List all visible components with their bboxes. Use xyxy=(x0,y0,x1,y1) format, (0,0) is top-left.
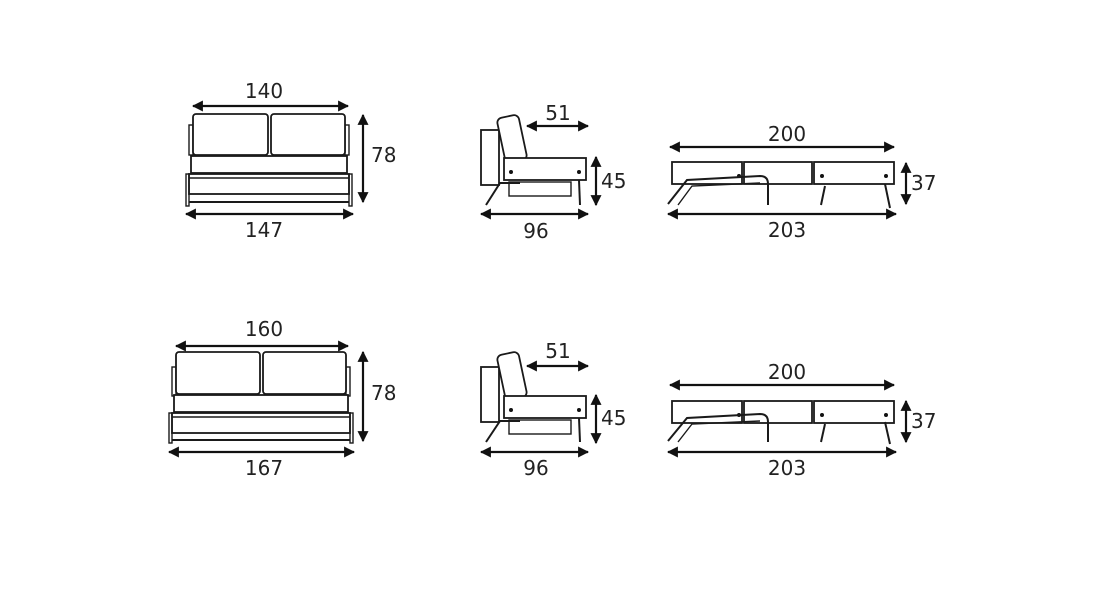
right-leg xyxy=(349,412,354,444)
frame-leg-right xyxy=(884,183,891,209)
width-bottom-label: 147 xyxy=(245,218,283,242)
height-label: 78 xyxy=(371,381,396,405)
back-cushion-right xyxy=(262,351,347,395)
bed-view: 200 37 203 xyxy=(666,122,936,242)
base-frame xyxy=(508,419,572,435)
base-frame xyxy=(188,173,350,195)
sofa-side-view: 51 45 96 xyxy=(479,101,626,243)
seat-cushion xyxy=(503,157,587,181)
length-bottom-label: 203 xyxy=(768,456,806,480)
back-cushion-left xyxy=(175,351,261,395)
sofa-front-view: 140 78 147 xyxy=(184,79,396,242)
front-leg xyxy=(485,182,520,206)
back-cushion xyxy=(496,114,528,164)
right-leg xyxy=(348,173,353,207)
bed-section-right xyxy=(813,161,895,185)
left-leg xyxy=(185,173,190,207)
depth-top-label: 51 xyxy=(545,339,570,363)
back-cushion-left xyxy=(192,113,269,156)
length-top-label: 200 xyxy=(768,122,806,146)
frame-leg-mid xyxy=(820,185,826,206)
seat-cushion xyxy=(190,155,348,174)
back-cushion xyxy=(496,351,528,401)
bed-section-middle xyxy=(743,161,813,185)
seat-height-label: 45 xyxy=(601,406,626,430)
row-1: 140 78 147 51 xyxy=(184,79,936,243)
frame-leg-left xyxy=(667,174,769,205)
frame-leg-right xyxy=(884,421,891,445)
sofa-front-view: 160 78 167 xyxy=(167,317,396,480)
height-label: 78 xyxy=(371,143,396,167)
base-frame xyxy=(171,412,351,434)
width-top-label: 140 xyxy=(245,79,283,103)
width-bottom-label: 167 xyxy=(245,456,283,480)
left-leg xyxy=(168,412,173,444)
armrest-panel xyxy=(480,129,500,186)
base-frame xyxy=(508,181,572,197)
back-cushion-right xyxy=(270,113,346,156)
bed-section-left xyxy=(671,400,743,424)
length-top-label: 200 xyxy=(768,360,806,384)
rear-leg xyxy=(578,179,581,206)
bed-height-label: 37 xyxy=(911,409,936,433)
bed-height-label: 37 xyxy=(911,171,936,195)
sofa-side-view: 51 45 96 xyxy=(479,339,626,480)
depth-bottom-label: 96 xyxy=(523,456,548,480)
length-bottom-label: 203 xyxy=(768,218,806,242)
bed-section-left xyxy=(671,161,743,185)
depth-top-label: 51 xyxy=(545,101,570,125)
seat-cushion xyxy=(503,395,587,419)
bed-view: 200 37 203 xyxy=(666,360,936,480)
seat-cushion xyxy=(173,394,349,413)
front-leg xyxy=(485,420,520,443)
armrest-panel xyxy=(480,366,500,423)
row-2: 160 78 167 51 xyxy=(167,317,936,480)
depth-bottom-label: 96 xyxy=(523,219,548,243)
bed-section-right xyxy=(813,400,895,424)
rear-leg xyxy=(578,417,581,443)
bed-section-middle xyxy=(743,400,813,424)
width-top-label: 160 xyxy=(245,317,283,341)
frame-leg-left xyxy=(667,412,769,442)
seat-height-label: 45 xyxy=(601,169,626,193)
frame-leg-mid xyxy=(820,423,826,443)
